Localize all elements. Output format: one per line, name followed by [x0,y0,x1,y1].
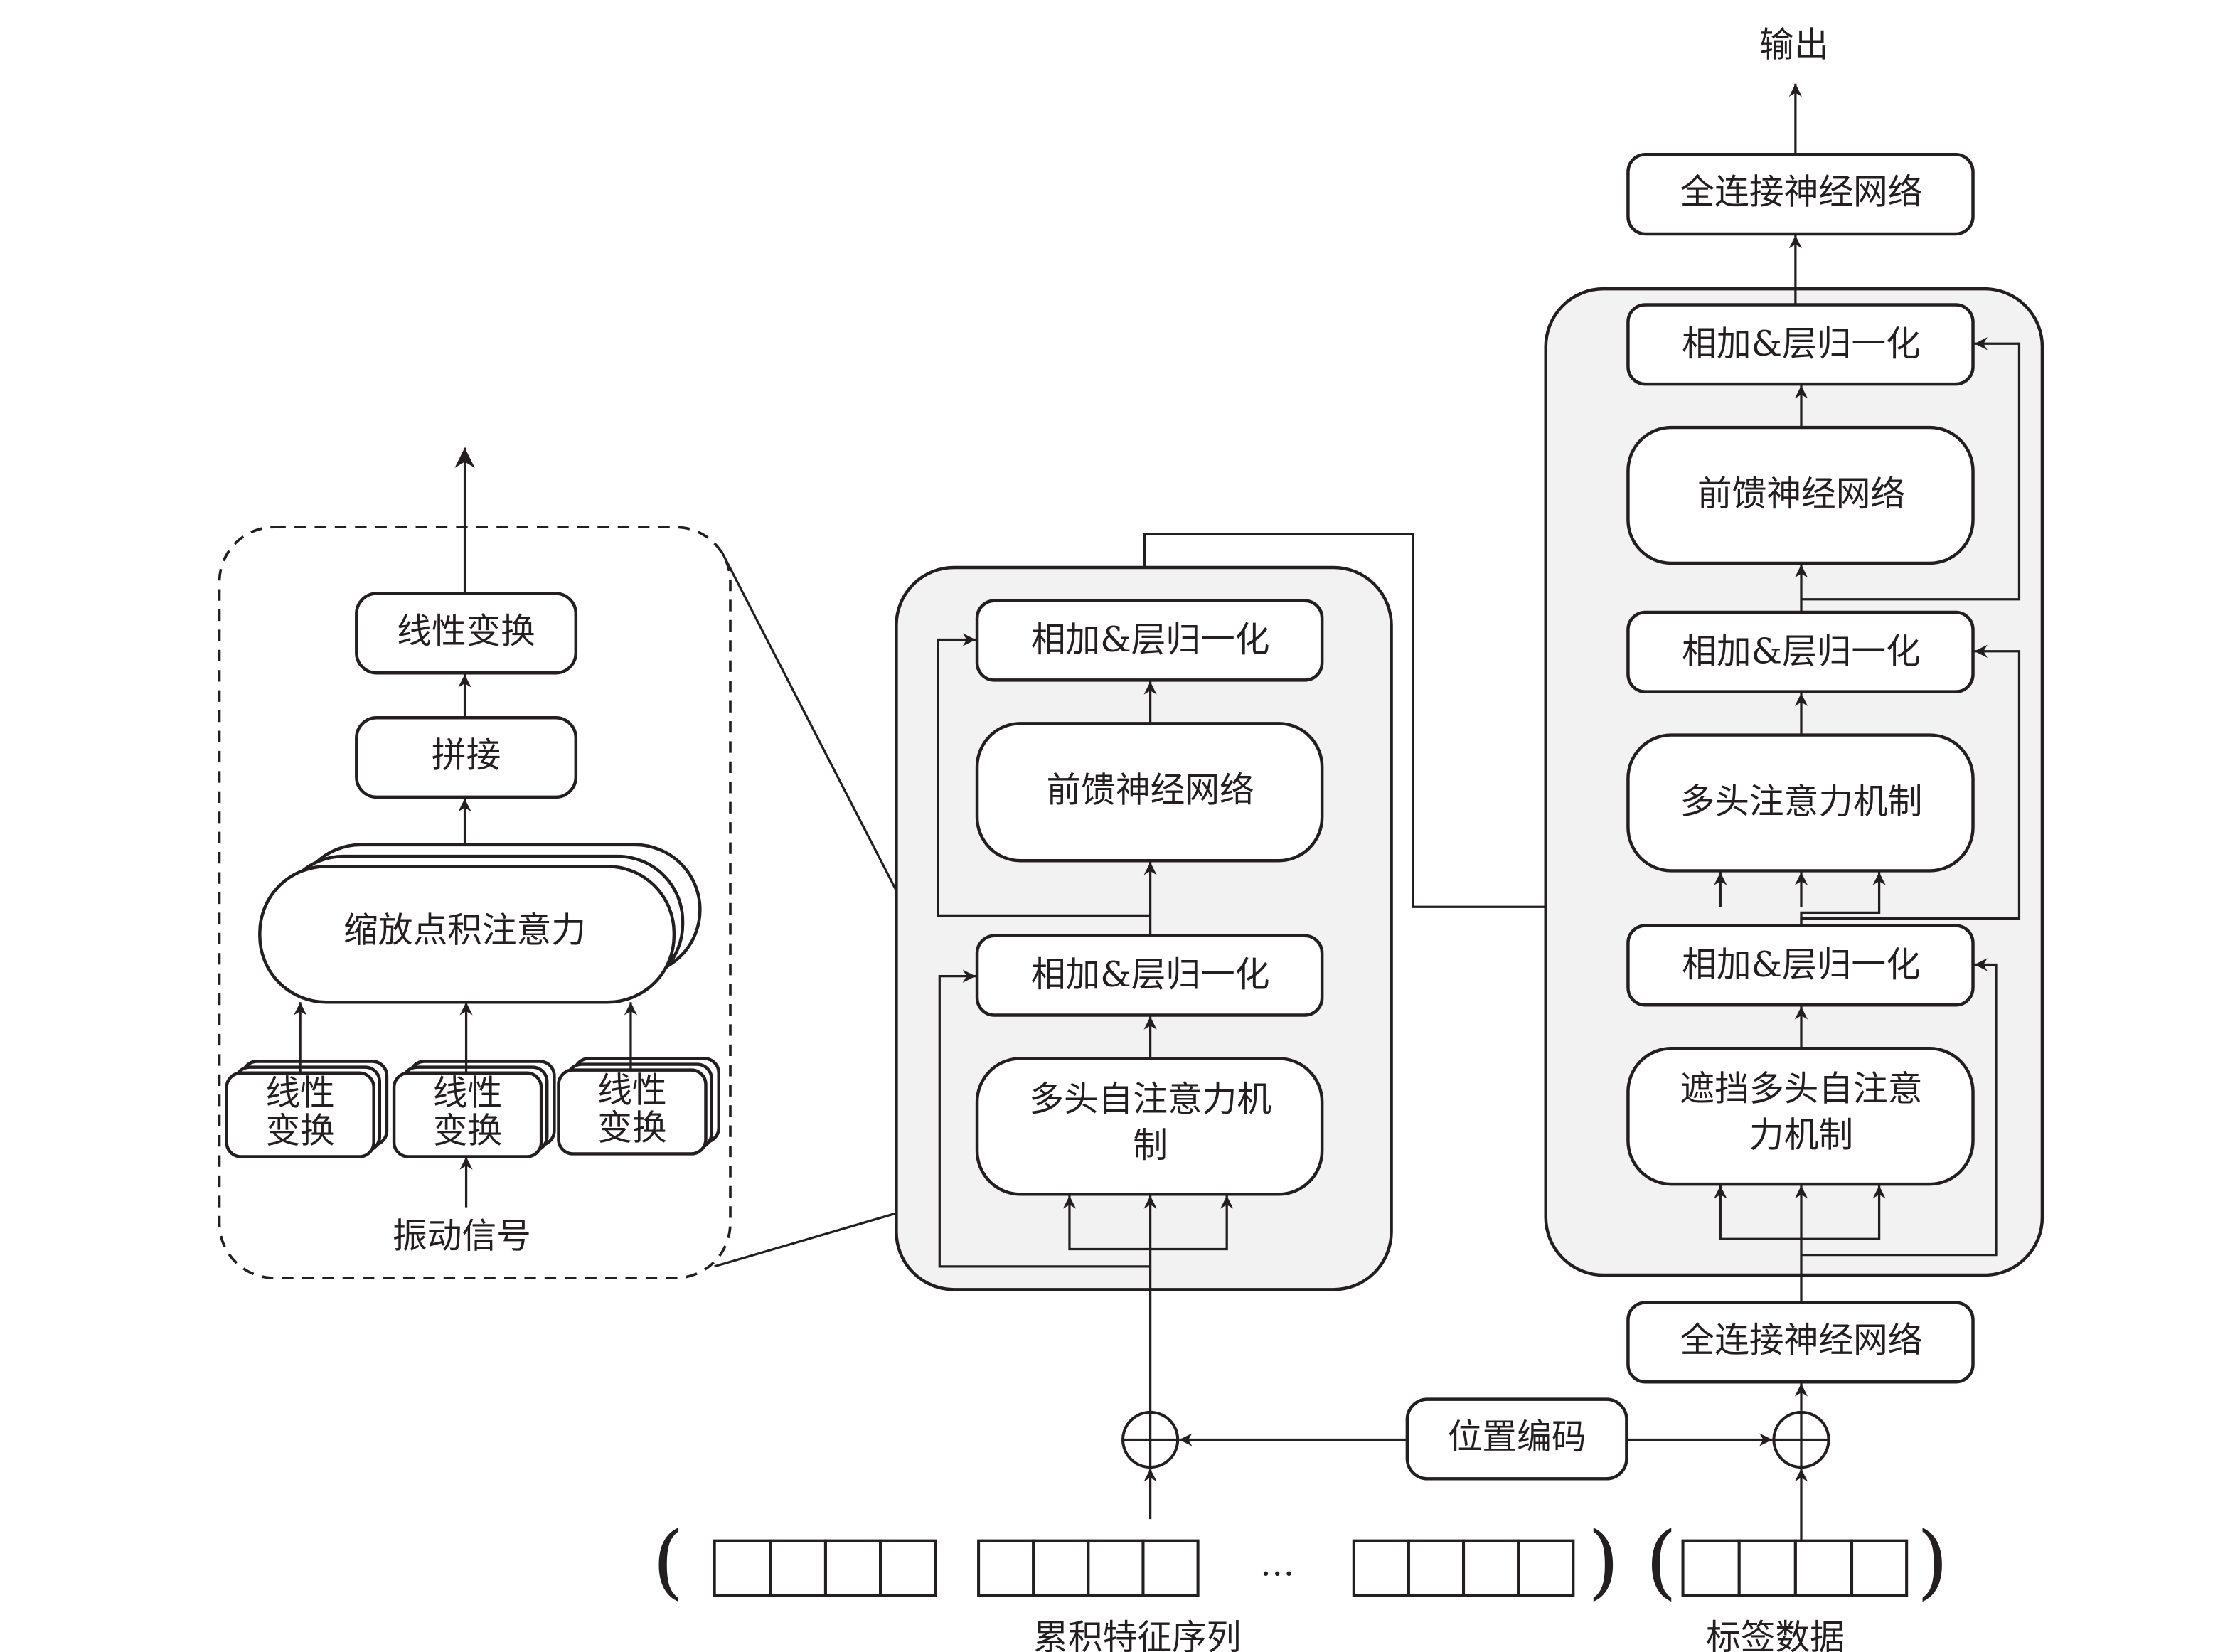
detail-concat-box: 拼接 [355,715,578,799]
positional-encoding-label: 位置编码 [1448,1417,1586,1457]
feature-seq-left-paren: ( [653,1514,684,1609]
feature-vector-2 [977,1539,1200,1597]
encoder-add-norm-bottom-label: 相加&层归一化 [1031,955,1270,995]
decoder-output-fc: 全连接神经网络 [1626,153,1975,236]
decoder-masked-attention-line2: 力机制 [1749,1116,1853,1156]
decoder-add-norm-2-label: 相加&层归一化 [1682,632,1921,671]
decoder-input-fc: 全连接神经网络 [1626,1301,1975,1384]
encoder-add-norm-bottom: 相加&层归一化 [975,934,1324,1017]
scaled-dot-attention-label: 缩放点积注意力 [343,910,586,950]
linear-in-stack-3: 线性 变换 [557,1057,720,1156]
decoder-input-v [1801,1185,1886,1240]
decoder-add-norm-3-label: 相加&层归一化 [1682,324,1921,364]
decoder-residual-2 [1800,644,2021,926]
encoder-input-q [1062,1195,1151,1251]
decoder-feed-forward: 前馈神经网络 [1626,425,1975,565]
decoder-residual-1 [1801,958,1998,1257]
encoder-feed-forward: 前馈神经网络 [975,722,1324,863]
encoder-add-norm-top: 相加&层归一化 [975,599,1324,682]
decoder-cross-attention: 多头注意力机制 [1626,733,1975,873]
feature-seq-right-paren: ) [1588,1514,1619,1609]
decoder-add-norm-1: 相加&层归一化 [1626,924,1975,1007]
linear-in-2-line1: 线性 [433,1074,502,1114]
vibration-signal-label: 振动信号 [393,1217,531,1257]
output-label: 输出 [1759,26,1828,65]
decoder-add-norm-2: 相加&层归一化 [1626,610,1975,693]
label-right-paren: ) [1917,1514,1948,1609]
feature-vector-n [1352,1539,1575,1597]
feature-vector-1 [713,1539,937,1597]
linear-in-2-line2: 变换 [433,1112,502,1151]
encoder-residual-bottom [938,969,1151,1268]
linear-in-1-line1: 线性 [265,1074,334,1114]
decoder-output-fc-label: 全连接神经网络 [1680,173,1923,213]
detail-linear-out-box: 线性变换 [355,592,578,675]
encoder-residual-top [937,633,1151,917]
linear-in-stack-1: 线性 变换 [225,1060,389,1158]
detail-concat-label: 拼接 [432,736,501,776]
decoder-masked-attention: 遮挡多头自注意 力机制 [1626,1046,1975,1186]
decoder-residual-3 [1801,337,2021,601]
sequence-ellipsis: … [1260,1545,1295,1584]
encoder-self-attention-line2: 制 [1133,1126,1168,1166]
detail-linear-out-label: 线性变换 [397,612,535,651]
decoder-add-icon [1772,1410,1830,1469]
decoder-add-norm-3: 相加&层归一化 [1626,303,1975,386]
encoder-add-icon [1121,1410,1180,1469]
linear-in-stack-2: 线性 变换 [392,1060,556,1158]
scaled-dot-attention-stack: 缩放点积注意力 [258,843,702,1004]
feature-sequence-label: 累积特征序列 [1033,1618,1241,1652]
encoder-to-decoder-line [1143,533,1801,908]
decoder-cross-attention-label: 多头注意力机制 [1680,782,1923,822]
label-data-label: 标签数据 [1706,1618,1845,1652]
decoder-input-q [1714,1185,1801,1240]
encoder-self-attention-line1: 多头自注意力机 [1029,1080,1271,1119]
decoder-feed-forward-label: 前馈神经网络 [1697,474,1905,514]
positional-encoding-box: 位置编码 [1405,1397,1628,1481]
decoder-add-norm-1-label: 相加&层归一化 [1682,945,1921,985]
encoder-feed-forward-label: 前馈神经网络 [1047,770,1254,810]
linear-in-3-line2: 变换 [597,1108,666,1148]
label-left-paren: ( [1646,1514,1677,1609]
decoder-input-fc-label: 全连接神经网络 [1680,1321,1923,1360]
label-vector [1681,1539,1909,1597]
linear-in-1-line2: 变换 [265,1112,334,1151]
attention-detail-frame [218,526,732,1279]
decoder-masked-attention-line1: 遮挡多头自注意 [1680,1070,1923,1109]
encoder-add-norm-top-label: 相加&层归一化 [1031,620,1270,660]
linear-in-3-line1: 线性 [597,1071,666,1111]
encoder-input-v [1150,1195,1234,1251]
encoder-self-attention: 多头自注意力机 制 [975,1057,1324,1196]
